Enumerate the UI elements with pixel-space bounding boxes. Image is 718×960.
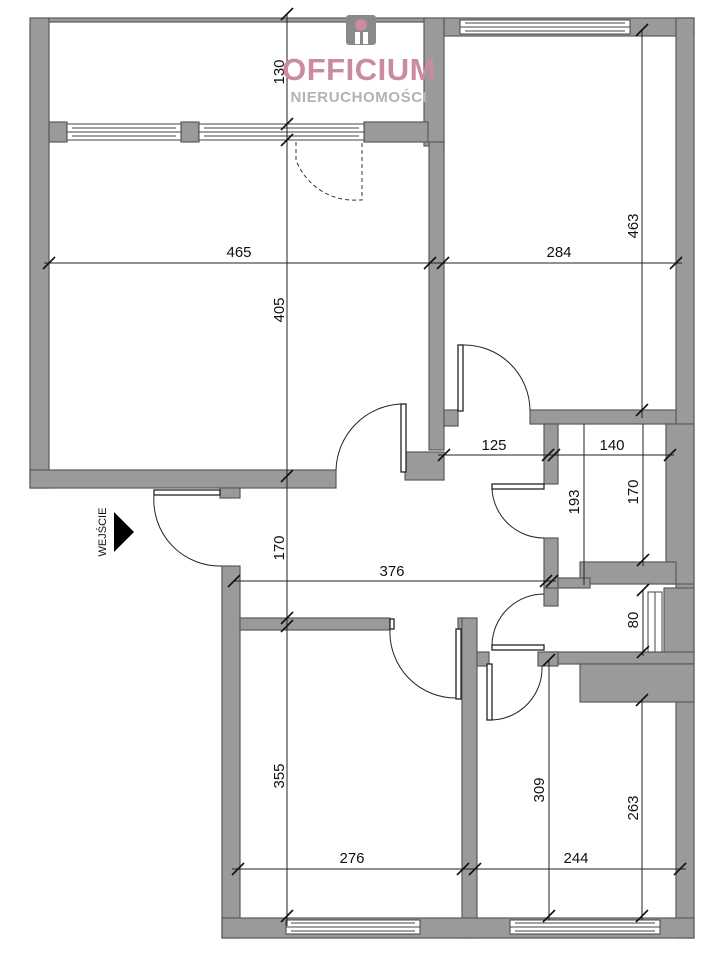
wall-closet-bottom bbox=[579, 561, 677, 585]
wall-entry-left bbox=[219, 487, 241, 499]
dim-ne-width: 284 bbox=[546, 244, 571, 261]
windows bbox=[66, 19, 663, 935]
dim-hall-height: 193 bbox=[566, 489, 583, 514]
door-living-arc bbox=[335, 403, 402, 471]
logo-subtitle: NIERUCHOMOŚCI bbox=[291, 88, 428, 106]
wall-sw-west bbox=[221, 565, 241, 939]
entrance-label: WEJŚCIE bbox=[96, 508, 109, 557]
wall-balcony-divider-left bbox=[48, 121, 68, 143]
wall-sw-kitchen-divider bbox=[461, 617, 478, 939]
door-closet-arc bbox=[491, 488, 545, 539]
door-bath-leaf bbox=[491, 644, 545, 651]
dim-living-width: 465 bbox=[226, 244, 251, 261]
door-kitchen-leaf bbox=[486, 663, 493, 721]
wall-closet-west bbox=[543, 423, 559, 485]
wall-balcony-divider-mid bbox=[180, 121, 200, 143]
wall-ne-bottom-left bbox=[443, 409, 459, 427]
wall-ne-bottom bbox=[529, 409, 677, 425]
dim-hall-depth: 170 bbox=[271, 535, 288, 560]
wall-living-east bbox=[428, 141, 445, 451]
door-ne-leaf bbox=[457, 344, 464, 412]
door-living-leaf bbox=[400, 403, 407, 473]
wall-balcony-divider-right bbox=[363, 121, 429, 143]
doors bbox=[153, 142, 545, 721]
wall-sw-top bbox=[239, 617, 391, 631]
dim-sw-width: 276 bbox=[339, 850, 364, 867]
wall-west-upper bbox=[29, 17, 50, 489]
dim-closet-width: 140 bbox=[599, 437, 624, 454]
wall-bath-right bbox=[663, 587, 695, 655]
door-closet-leaf bbox=[491, 483, 545, 490]
door-kitchen-arc bbox=[491, 665, 543, 721]
dim-bath-depth: 80 bbox=[625, 612, 642, 629]
door-sw-arc bbox=[389, 628, 459, 699]
wall-living-bottom bbox=[29, 469, 337, 489]
entrance-marker: WEJŚCIE bbox=[96, 508, 134, 557]
door-balcony bbox=[295, 142, 363, 201]
door-ne-arc bbox=[462, 344, 531, 411]
dim-sw-height: 355 bbox=[271, 763, 288, 788]
entrance-arrow-icon bbox=[114, 512, 134, 552]
door-entrance-leaf bbox=[153, 489, 221, 496]
wall-living-east-lower bbox=[404, 451, 445, 481]
logo-mark-icon bbox=[346, 15, 376, 45]
logo-title: OFFICIUM bbox=[282, 52, 436, 87]
wall-bath-west bbox=[543, 587, 559, 607]
dim-balcony-depth: 130 bbox=[271, 59, 288, 84]
dimension-lines bbox=[42, 7, 687, 926]
door-sw-leaf-2 bbox=[455, 628, 462, 700]
wall-closet-east-block bbox=[665, 423, 695, 585]
door-bath-arc bbox=[491, 593, 545, 646]
logo: OFFICIUM NIERUCHOMOŚCI bbox=[282, 15, 436, 106]
wall-closet-bottom-stub bbox=[557, 577, 591, 589]
dim-living-height: 405 bbox=[271, 297, 288, 322]
wall-kitchen-top-left bbox=[476, 651, 490, 667]
wall-bath-corner bbox=[579, 663, 695, 703]
dim-corridor-length: 376 bbox=[379, 563, 404, 580]
dim-ne-height: 463 bbox=[625, 213, 642, 238]
dimension-labels: 130 465 405 284 463 125 140 193 170 170 … bbox=[226, 59, 642, 867]
dim-kitchen-width: 244 bbox=[563, 850, 588, 867]
dim-kitchen-depth: 263 bbox=[625, 795, 642, 820]
dim-hall-small-width: 125 bbox=[481, 437, 506, 454]
door-sw-leaf bbox=[389, 618, 395, 630]
walls bbox=[29, 17, 695, 939]
dim-closet-height: 170 bbox=[625, 479, 642, 504]
dim-kitchen-height: 309 bbox=[531, 777, 548, 802]
wall-bath-bottom bbox=[543, 651, 695, 665]
door-entrance-arc bbox=[153, 494, 223, 567]
